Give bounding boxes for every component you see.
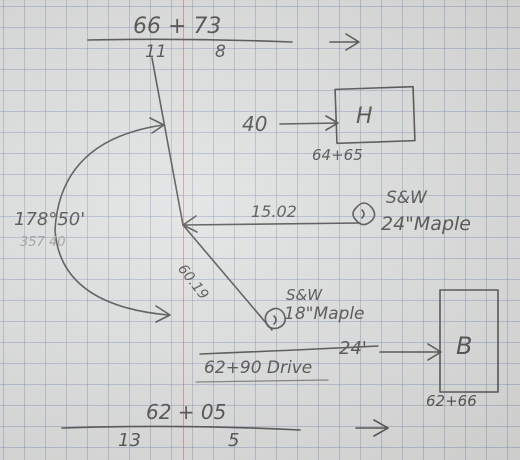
building-b-label: B — [456, 332, 473, 360]
tree1-symbol — [352, 202, 376, 226]
building-b-arrow — [379, 343, 442, 361]
drive-line — [199, 345, 379, 355]
drive-underline — [195, 379, 329, 383]
tree1-label-line1: S&W — [386, 188, 427, 208]
house-offset-label: 40 — [242, 112, 268, 136]
top-right-count: 8 — [215, 42, 226, 62]
angle-label: 178°50' — [14, 209, 86, 230]
building-b-station-label: 62+66 — [426, 392, 477, 410]
bottom-arrow — [355, 419, 389, 437]
tree1-label-line2: 24"Maple — [381, 213, 471, 235]
main-diagonal-line — [151, 57, 184, 226]
angle-arc — [54, 124, 169, 316]
bottom-left-count: 13 — [118, 430, 141, 451]
angle-faint-label: 357 40 — [20, 235, 66, 250]
arrow-1502-head — [182, 215, 198, 233]
bottom-right-count: 5 — [228, 430, 240, 451]
tree2-symbol — [264, 307, 286, 330]
house-offset-arrow — [279, 115, 339, 131]
b-offset-label: 24' — [339, 338, 367, 359]
bottom-station-line — [61, 425, 301, 431]
top-station-line — [87, 38, 293, 43]
line-1502 — [182, 222, 361, 226]
red-margin-line — [183, 0, 184, 460]
house-label: H — [356, 104, 373, 129]
bottom-station-label: 62 + 05 — [146, 400, 227, 424]
top-left-count: 11 — [145, 42, 167, 62]
drive-label: 62+90 Drive — [204, 358, 313, 378]
tree2-label-line2: 18"Maple — [284, 304, 365, 324]
arc-arrow-top — [149, 117, 165, 134]
tree2-label-line1: S&W — [286, 286, 323, 304]
top-station-label: 66 + 73 — [133, 14, 222, 39]
top-arrow — [329, 33, 360, 51]
distance-1502-label: 15.02 — [251, 202, 297, 221]
house-station-label: 64+65 — [312, 146, 363, 164]
diagonal-line-6019 — [182, 224, 273, 331]
house-box — [334, 85, 416, 145]
building-b-box — [439, 289, 499, 393]
arc-arrow-bottom — [155, 305, 171, 323]
